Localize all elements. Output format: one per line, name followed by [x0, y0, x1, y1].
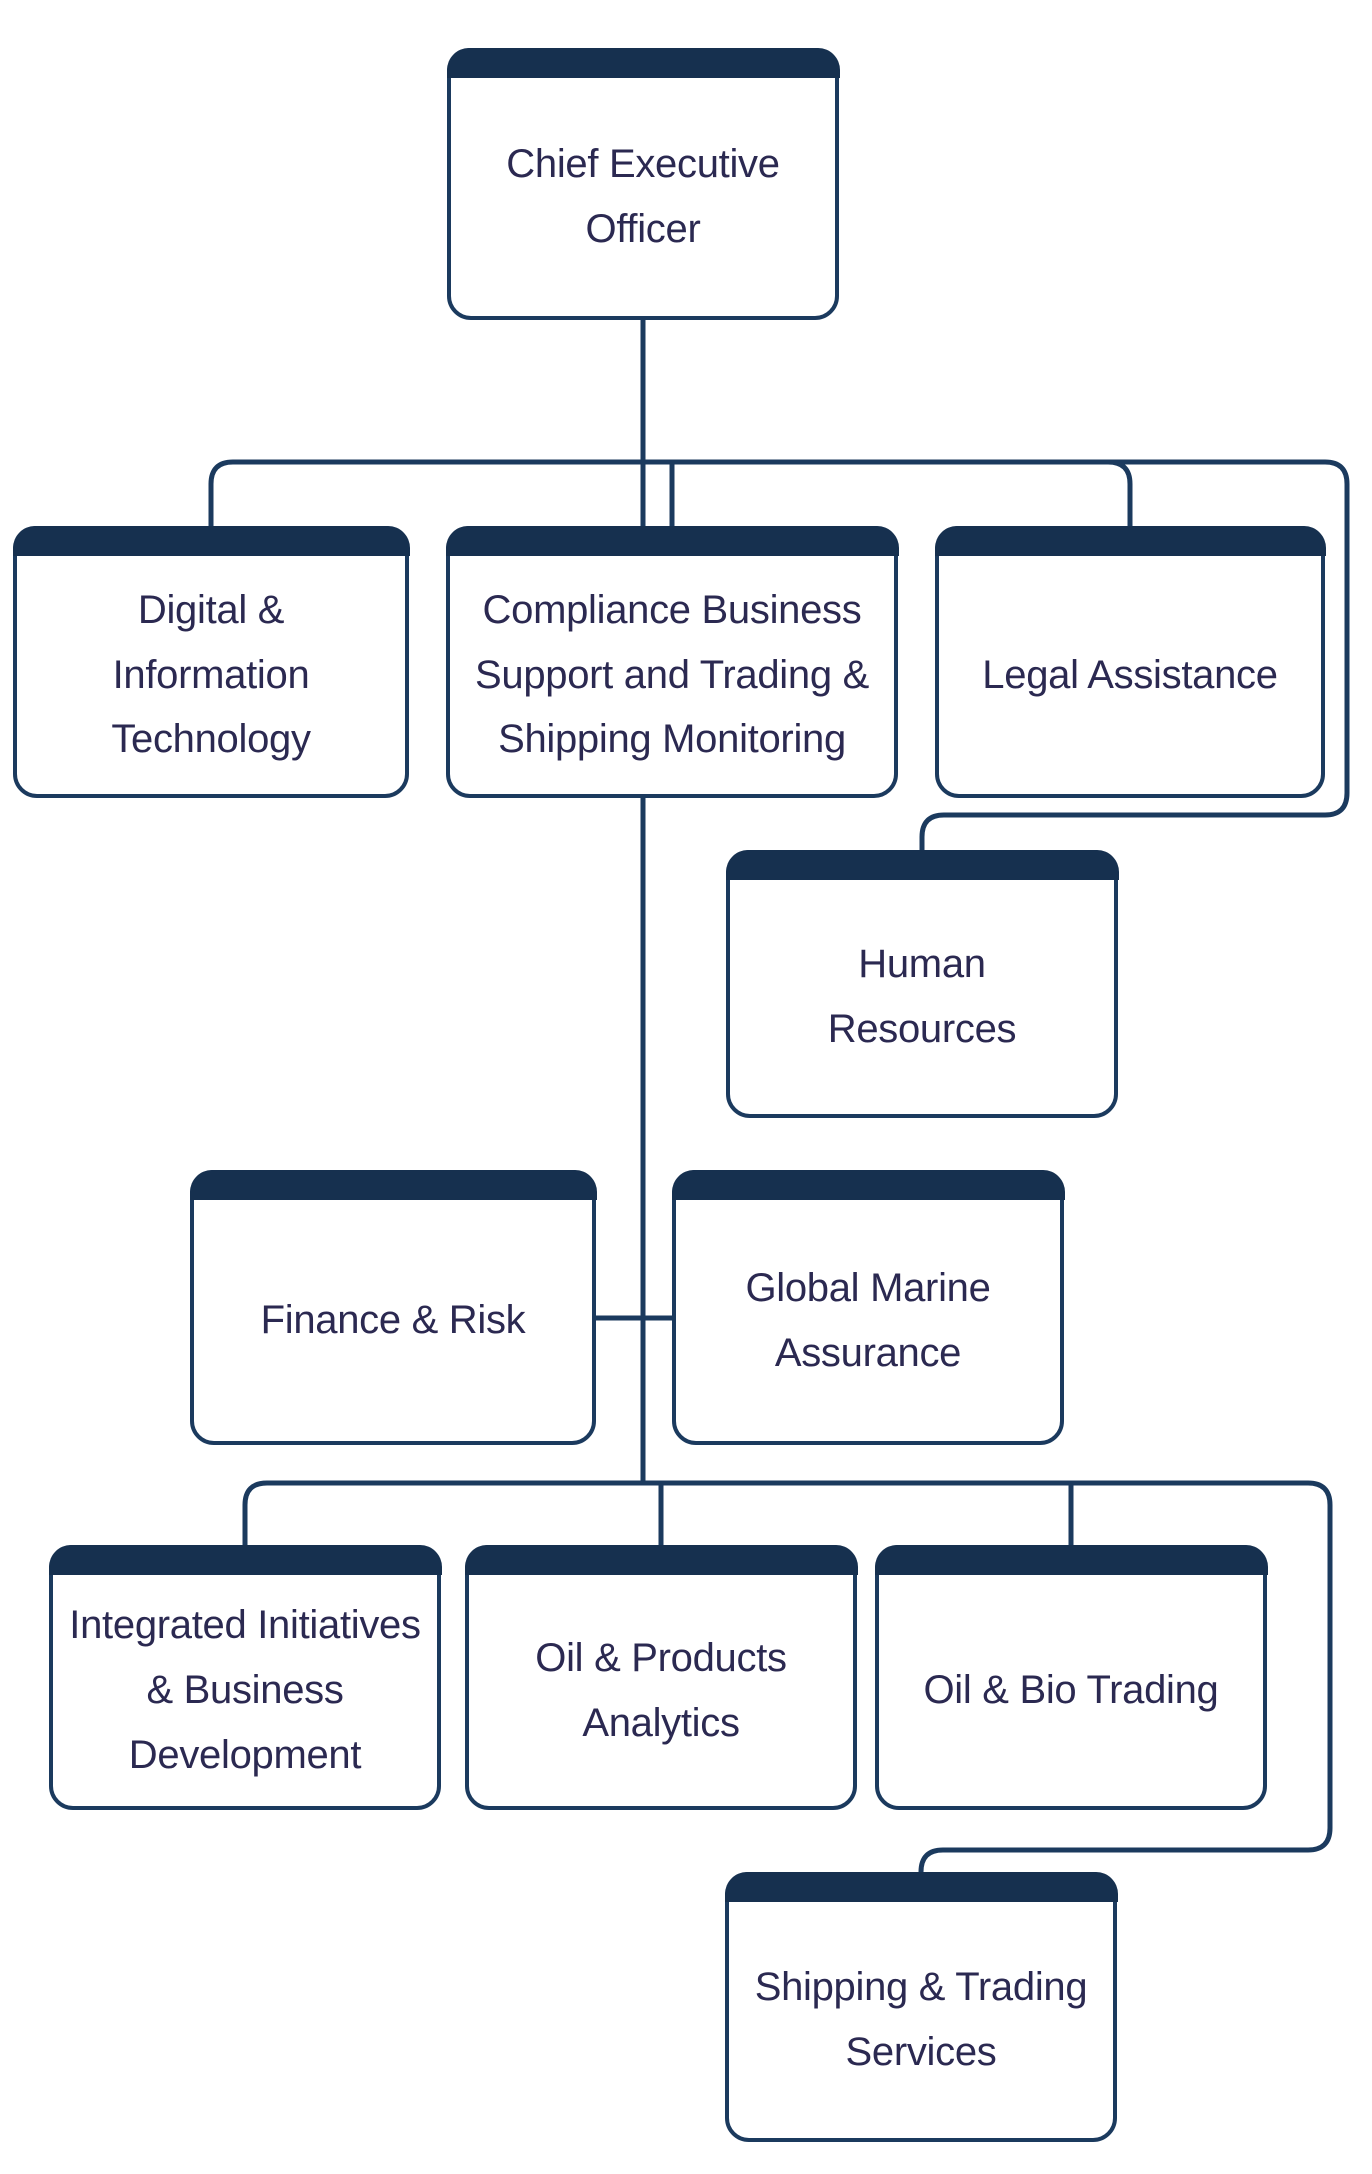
- node-label: Oil & Products Analytics: [535, 1635, 787, 1745]
- node-label: Shipping & Trading Services: [754, 1965, 1088, 2074]
- node-label: Human Resources: [827, 942, 1017, 1051]
- node-label: Chief Executive Officer: [506, 142, 780, 251]
- node-label: Compliance Business Support and Trading …: [475, 587, 869, 762]
- node-label: Finance & Risk: [260, 1298, 526, 1343]
- node-oil-products-analytics: Oil & Products Analytics: [464, 1544, 858, 1810]
- node-label: Oil & Bio Trading: [923, 1668, 1219, 1713]
- node-top-bar: [48, 1544, 442, 1575]
- node-top-bar: [464, 1544, 858, 1575]
- node-integrated-initiatives-business-development: Integrated Initiatives & Business Develo…: [48, 1544, 442, 1810]
- edge-row2-rail-digital-hr: [208, 459, 1350, 850]
- node-top-bar: [189, 1169, 597, 1200]
- edge-drop-legal: [1107, 459, 1133, 526]
- node-shipping-trading-services: Shipping & Trading Services: [724, 1871, 1118, 2142]
- node-human-resources: Human Resources: [725, 849, 1119, 1118]
- node-top-bar: [934, 525, 1326, 556]
- node-label: Digital & Information Technology: [111, 587, 311, 762]
- node-top-bar: [12, 525, 410, 556]
- node-top-bar: [874, 1544, 1268, 1575]
- node-top-bar: [725, 849, 1119, 880]
- node-compliance-business-support: Compliance Business Support and Trading …: [445, 525, 899, 798]
- node-label: Integrated Initiatives & Business Develo…: [69, 1603, 421, 1777]
- node-label: Legal Assistance: [982, 652, 1278, 697]
- node-top-bar: [671, 1169, 1065, 1200]
- node-top-bar: [445, 525, 899, 556]
- node-top-bar: [724, 1871, 1118, 1902]
- node-global-marine-assurance: Global Marine Assurance: [671, 1169, 1065, 1445]
- node-label: Global Marine Assurance: [745, 1265, 991, 1375]
- node-oil-bio-trading: Oil & Bio Trading: [874, 1544, 1268, 1810]
- edge-row4-rail-integrated-shipping: [242, 1480, 1333, 1873]
- node-finance-risk: Finance & Risk: [189, 1169, 597, 1445]
- node-digital-information-technology: Digital & Information Technology: [12, 525, 410, 798]
- node-legal-assistance: Legal Assistance: [934, 525, 1326, 798]
- node-ceo: Chief Executive Officer: [446, 47, 840, 320]
- node-top-bar: [446, 47, 840, 78]
